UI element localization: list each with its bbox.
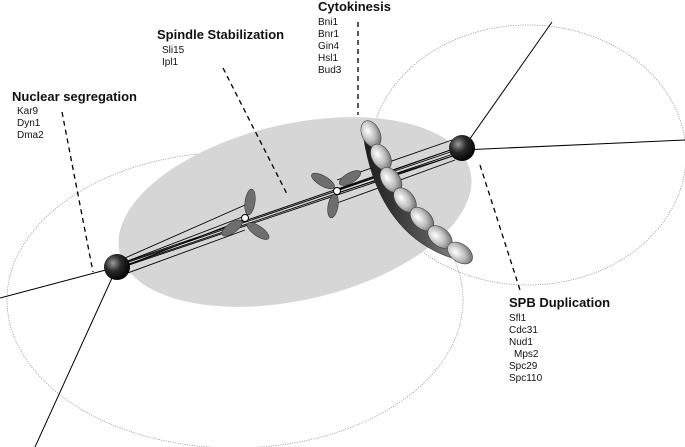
gene-name: Hsl1: [318, 53, 339, 64]
kinetochore-icon: [311, 170, 361, 219]
gene-name: Mps2: [514, 349, 539, 360]
leader-lines: [61, 22, 521, 291]
gene-name: Dma2: [17, 130, 44, 141]
gene-list: Sfl1 Cdc31 Nud1 Mps2 Spc29 Spc110: [509, 313, 610, 385]
group-title: Nuclear segregation: [12, 89, 137, 104]
group-title: SPB Duplication: [509, 295, 611, 310]
gene-name: Bni1: [318, 17, 339, 28]
leader-nuclear-segregation: [61, 111, 94, 273]
label-cytokinesis: Cytokinesis Bni1 Bnr1 Gin4 Hsl1 Bud3: [318, 0, 391, 77]
nucleus: [118, 117, 472, 307]
gene-name: Sfl1: [509, 313, 527, 324]
gene-name: Nud1: [509, 337, 533, 348]
label-spb-duplication: SPB Duplication Sfl1 Cdc31 Nud1 Mps2 Spc…: [509, 295, 610, 385]
kinetochore-icon: [221, 188, 270, 240]
gene-list: Kar9 Dyn1 Dma2: [17, 106, 137, 142]
gene-list: Sli15 Ipl1: [162, 45, 284, 69]
gene-name: Dyn1: [17, 118, 41, 129]
spindle-pole-body-icon: [104, 254, 130, 280]
group-title: Cytokinesis: [318, 0, 391, 14]
gene-name: Ipl1: [162, 57, 179, 68]
gene-name: Gin4: [318, 41, 340, 52]
spindle-microtubules: [116, 138, 463, 275]
gene-name: Bud3: [318, 65, 342, 76]
gene-name: Spc29: [509, 361, 538, 372]
bud-cell-outline: [369, 24, 685, 286]
gene-name: Spc110: [509, 373, 543, 384]
septin-ring-icon: [360, 120, 473, 265]
gene-name: Sli15: [162, 45, 185, 56]
gene-name: Cdc31: [509, 325, 538, 336]
leader-spindle-stabilization: [222, 67, 289, 197]
leader-spb-duplication: [479, 164, 521, 291]
spindle-pole-body-icon: [449, 135, 475, 161]
group-title: Spindle Stabilization: [157, 27, 285, 42]
gene-name: Kar9: [17, 106, 39, 117]
label-spindle-stabilization: Spindle Stabilization Sli15 Ipl1: [157, 27, 284, 69]
astral-microtubules: [0, 21, 685, 447]
label-nuclear-segregation: Nuclear segregation Kar9 Dyn1 Dma2: [12, 89, 137, 142]
gene-name: Bnr1: [318, 29, 340, 40]
gene-list: Bni1 Bnr1 Gin4 Hsl1 Bud3: [318, 17, 391, 77]
